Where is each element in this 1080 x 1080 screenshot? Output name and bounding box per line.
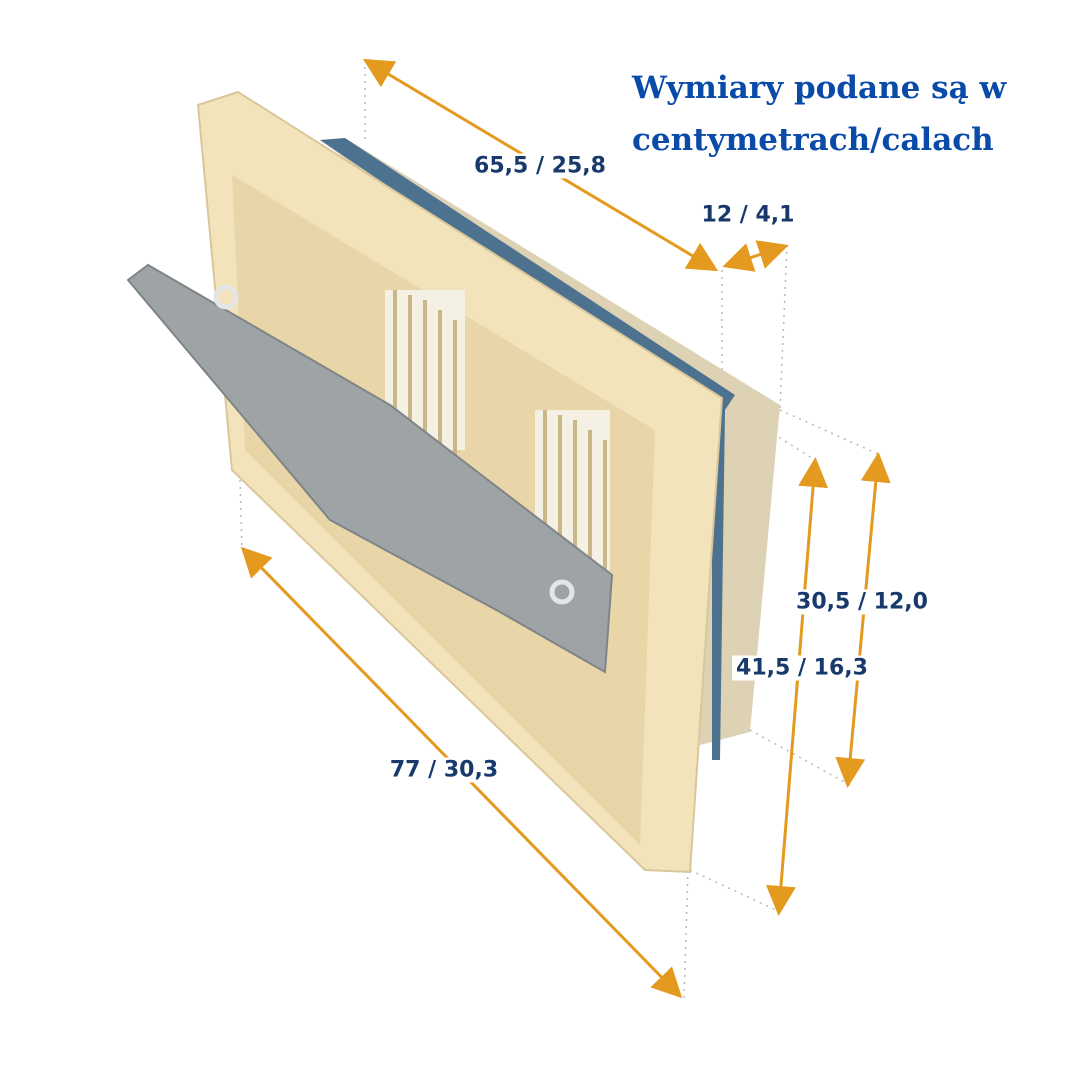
units-note: Wymiary podane są w centymetrach/calach bbox=[632, 70, 1007, 158]
dimension-width: 77 / 30,3 bbox=[385, 757, 503, 783]
back-box bbox=[320, 138, 780, 745]
dimension-outer-height: 41,5 / 16,3 bbox=[732, 655, 872, 681]
flap-hinge bbox=[213, 284, 239, 310]
dimension-flange: 12 / 4,1 bbox=[697, 202, 799, 228]
dimension-depth-top: 65,5 / 25,8 bbox=[470, 153, 610, 179]
dimension-inner-height: 30,5 / 12,0 bbox=[792, 589, 932, 615]
